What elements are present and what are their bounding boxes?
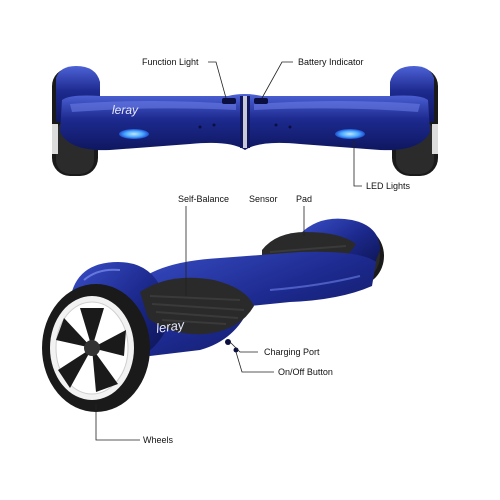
- label-charging-port: Charging Port: [264, 347, 320, 357]
- front-left-led: [119, 129, 149, 139]
- label-wheels: Wheels: [143, 435, 174, 445]
- front-right-led: [335, 129, 365, 139]
- battery-indicator: [254, 98, 268, 104]
- front-brand-logo: leray: [112, 103, 139, 117]
- top-leader-lines: [208, 61, 362, 187]
- label-self-balance: Self-Balance: [178, 194, 230, 204]
- hoverboard-angled-view: [42, 218, 384, 412]
- label-on-off-button: On/Off Button: [278, 367, 333, 377]
- angled-brand-logo: leray: [155, 317, 186, 336]
- hoverboard-front-view: [52, 66, 438, 176]
- function-light: [222, 98, 236, 104]
- label-function-light: Function Light: [142, 57, 199, 67]
- bottom-leader-lines: [95, 206, 305, 441]
- label-sensor: Sensor: [249, 194, 278, 204]
- charging-port: [225, 339, 231, 345]
- wheel-spokes: [56, 308, 126, 392]
- label-pad: Pad: [296, 194, 313, 204]
- label-battery-indicator: Battery Indicator: [298, 57, 364, 67]
- label-led-lights: LED Lights: [366, 181, 411, 191]
